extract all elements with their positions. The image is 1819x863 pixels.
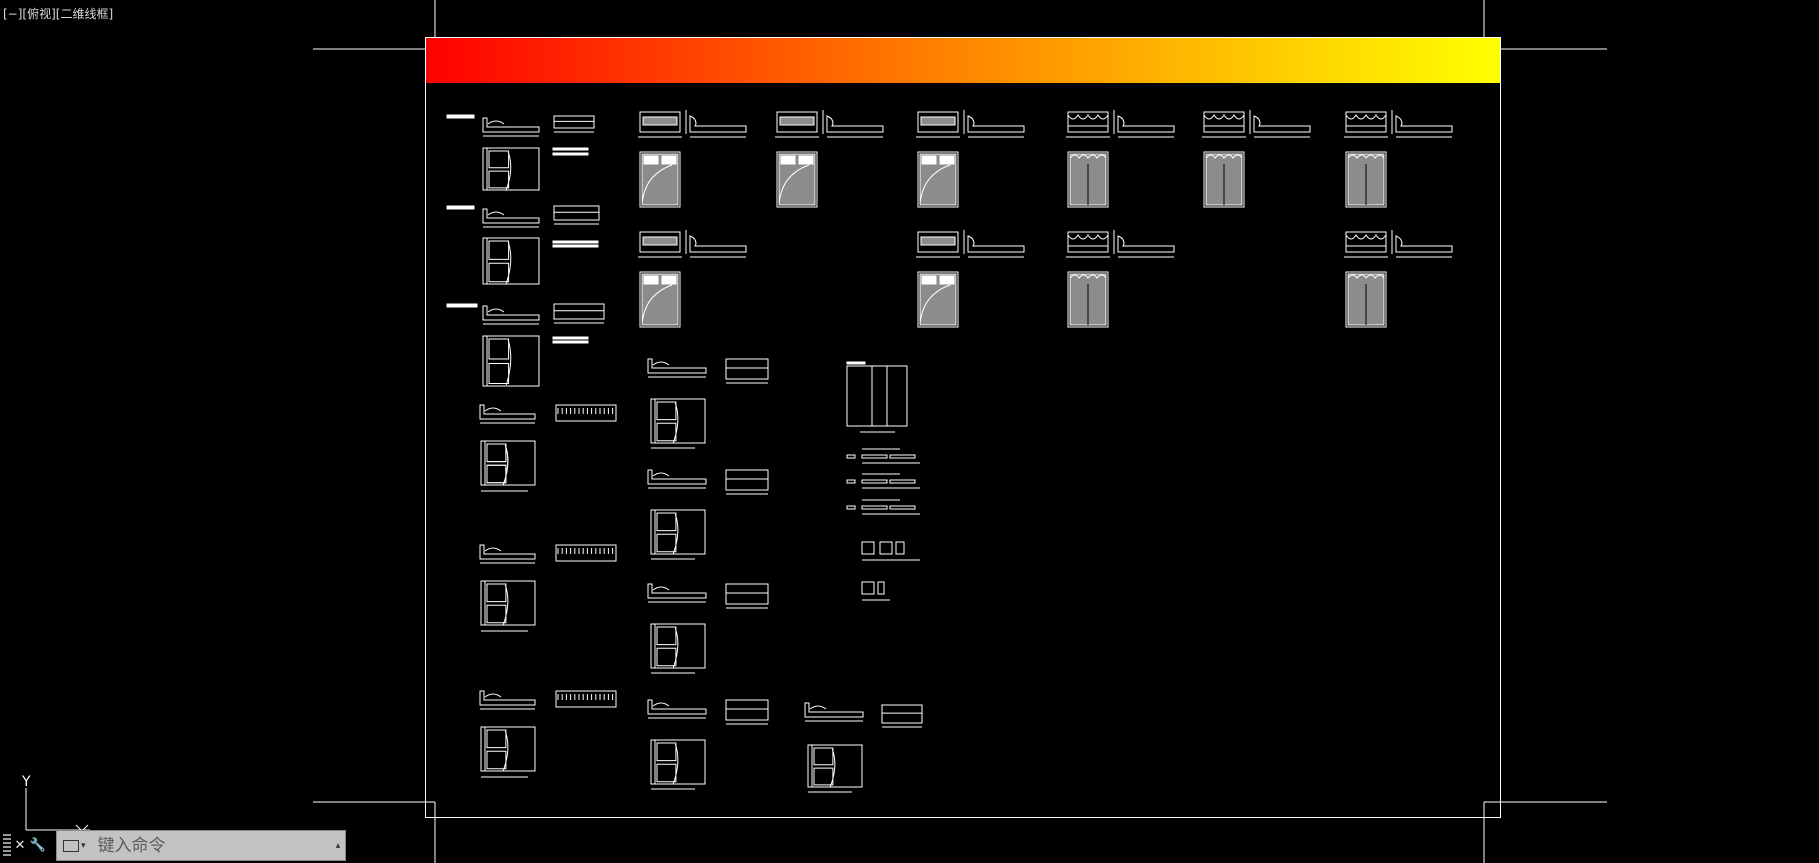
chevron-down-icon[interactable]: ▾ [81,840,86,851]
command-input-box: ▾ ▴ [56,830,346,861]
bed-block-king [916,230,1025,328]
ucs-axis-icon [25,788,90,831]
bed-end-elevation [725,469,769,491]
bed-block-queen [638,110,747,208]
bed-plan [480,726,536,772]
bed-side-elevation [482,305,540,321]
bed-end-elevation [881,704,923,724]
close-icon[interactable]: ✕ [14,838,26,853]
bed-side-elevation [647,699,707,715]
bed-block-scalloped [1344,110,1453,208]
bed-block-scalloped [1066,110,1175,208]
title-gradient-bar [426,38,1500,83]
bed-end-elevation [725,699,769,721]
bed-block-scalloped [1066,230,1175,328]
bed-plan [482,237,540,285]
command-line-bar: ✕ 🔧 ▾ ▴ [0,829,346,862]
chevron-up-icon[interactable]: ▴ [335,840,341,851]
bed-block-scalloped [1202,110,1311,208]
bed-plan [650,739,706,785]
drag-grip-icon[interactable] [3,833,11,858]
bed-side-elevation [647,469,707,485]
sheet-border [313,0,1607,863]
bed-side-elevation [479,690,536,706]
bed-end-elevation [725,583,769,605]
bed-end-elevation [555,690,617,708]
ucs-y-label: Y [21,774,31,790]
bed-end-elevation [555,404,617,422]
bed-end-elevation [553,115,595,129]
bed-plan [480,440,536,486]
bed-side-elevation [479,404,536,420]
bed-block-queen [775,110,884,208]
bed-side-elevation [479,544,536,560]
bed-side-elevation [482,208,540,224]
bed-plan [482,335,540,387]
bed-plan [650,509,706,555]
bed-plan [480,580,536,626]
bed-end-elevation [725,358,769,380]
bed-block-scalloped [1344,230,1453,328]
wrench-icon[interactable]: 🔧 [29,838,47,853]
bed-end-elevation [553,303,605,320]
bed-side-elevation [804,702,864,718]
bed-side-elevation [647,358,707,374]
bed-plan [807,744,863,788]
bed-block-king [916,110,1025,208]
bed-plan [482,147,540,191]
drawing-blocks [446,110,1453,793]
bed-side-elevation [482,117,540,133]
command-input[interactable] [95,834,331,857]
bed-end-elevation [553,205,600,221]
bed-side-elevation [647,583,707,599]
bed-end-elevation [555,544,617,562]
command-prompt-icon[interactable] [63,839,79,852]
bed-plan [650,398,706,444]
bed-block-queen [638,230,747,328]
bed-plan [650,623,706,669]
viewport-controls-label[interactable]: [−][俯视][二维线框] [3,7,114,21]
